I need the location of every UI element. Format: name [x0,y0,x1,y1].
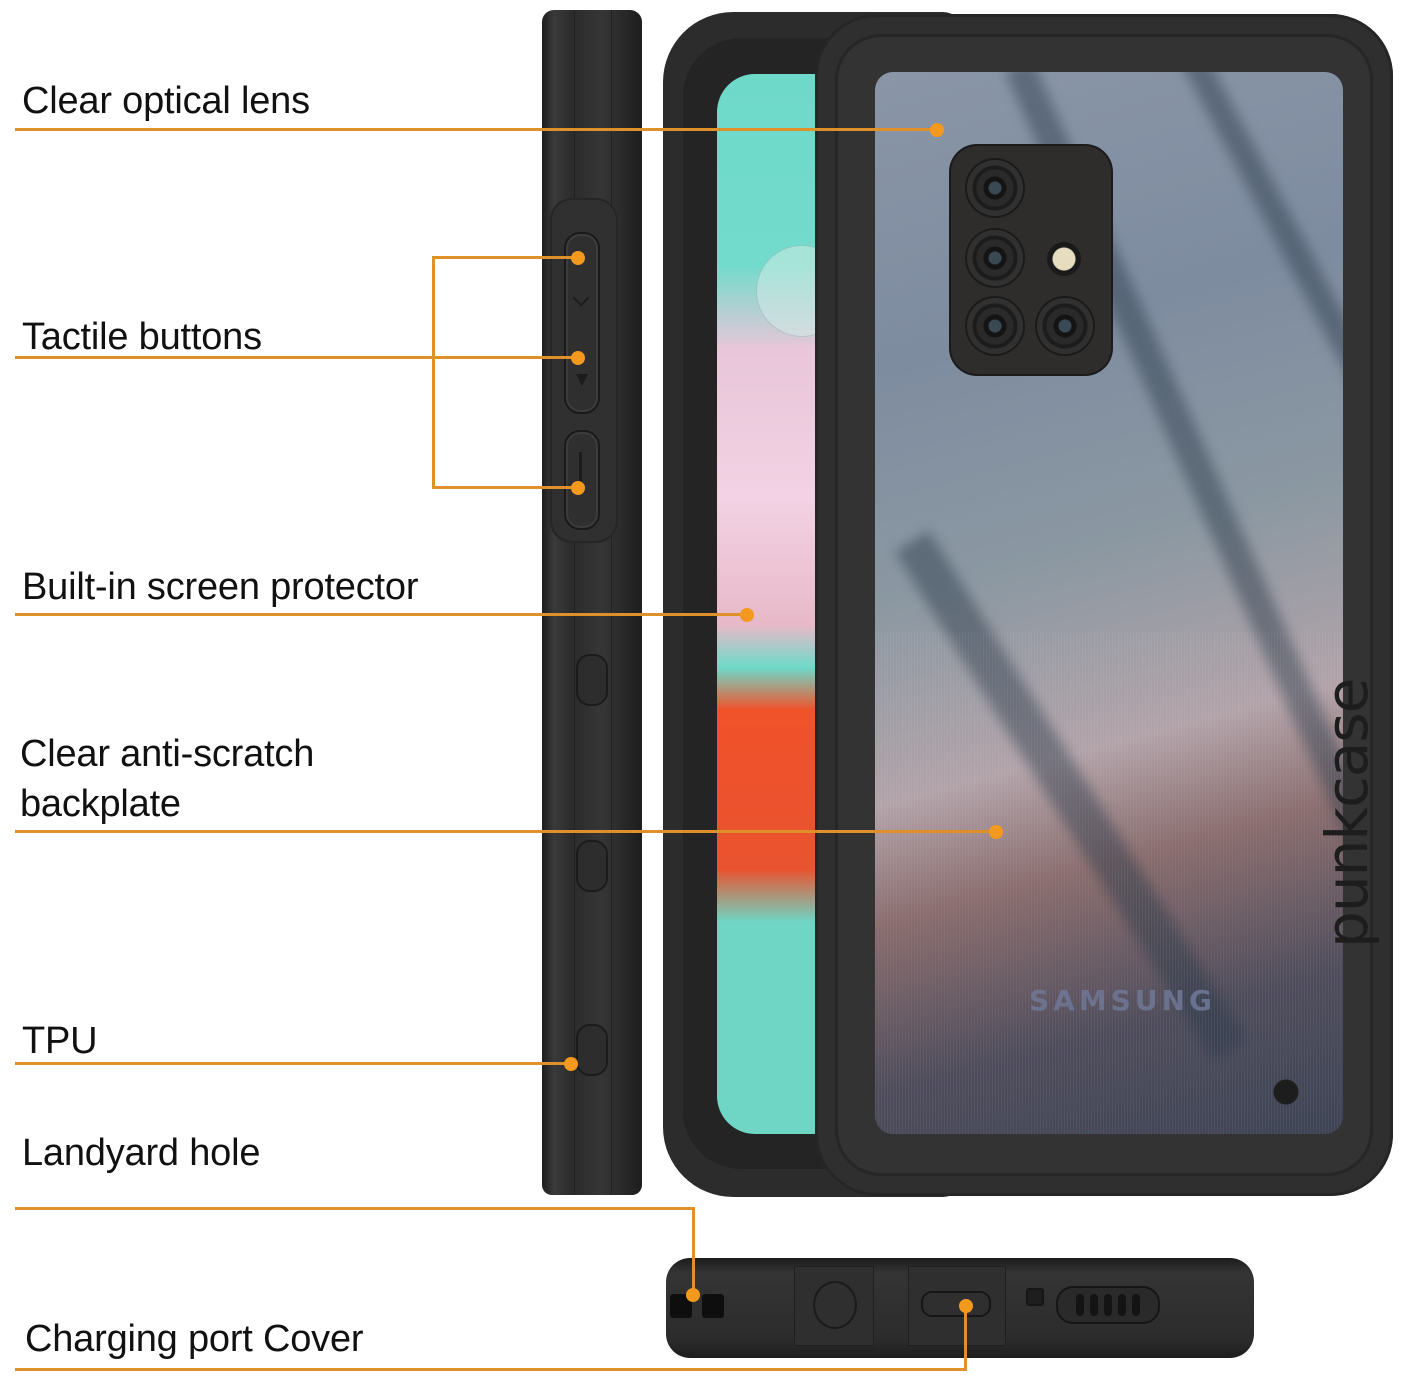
punkcase-sun-icon [1262,1068,1310,1116]
microphone-hole [1026,1288,1044,1306]
callout-line-tpu [15,1062,571,1065]
label-clear-optical-lens: Clear optical lens [22,80,310,122]
camera-module [951,146,1111,374]
side-port-plug-1 [576,654,608,706]
callout-line-tactile-buttons [15,356,578,359]
back-view: SAMSUNG punkcase [815,14,1393,1196]
callout-dot-optical-lens [930,123,944,137]
side-groove [574,10,612,1195]
callout-line-landyard-vertical [692,1207,695,1295]
bottom-view [666,1258,1254,1358]
callout-line-optical-lens [15,128,937,131]
camera-lens-2 [967,230,1023,286]
callout-dot-screen-protector [740,608,754,622]
speaker-slot [1118,1294,1126,1316]
camera-lens-4 [1037,298,1093,354]
callout-dot-backplate [989,825,1003,839]
callout-line-charging-port-vertical [964,1306,967,1371]
camera-lens-3 [967,298,1023,354]
side-port-plug-2 [576,840,608,892]
callout-bracket-bottom [432,486,578,489]
side-port-plug-3 [576,1024,608,1076]
speaker-slot [1132,1294,1140,1316]
callout-dot-power [571,481,585,495]
volume-down-icon [576,374,588,386]
clear-backplate: SAMSUNG [875,72,1343,1134]
audio-jack-cover [794,1266,874,1346]
speaker-slot [1090,1294,1098,1316]
callout-dot-volume-down [571,351,585,365]
power-line-icon [579,452,582,492]
speaker-slot [1104,1294,1112,1316]
callout-bracket-vertical [432,256,435,488]
callout-line-landyard [15,1207,695,1210]
callout-dot-charging-port [959,1299,973,1313]
callout-bracket-top [432,256,578,259]
texture-stripes [875,632,1343,1134]
camera-lens-main [967,160,1023,216]
label-clear-anti-scratch-line2: backplate [20,783,181,825]
samsung-logo: SAMSUNG [1029,984,1217,1017]
callout-dot-volume-up [571,251,585,265]
callout-line-backplate [15,830,996,833]
callout-dot-tpu [564,1057,578,1071]
callout-line-screen-protector [15,613,747,616]
camera-flash-icon [1047,242,1081,276]
punkcase-logo: punkcase [1313,678,1381,948]
speaker-slot [1076,1294,1084,1316]
charging-port-cover [908,1266,1006,1346]
callout-dot-landyard [686,1288,700,1302]
label-landyard-hole: Landyard hole [22,1132,261,1174]
power-button [564,430,600,530]
label-built-in-screen-protector: Built-in screen protector [22,566,419,608]
label-clear-anti-scratch-line1: Clear anti-scratch [20,733,315,775]
audio-jack-icon [813,1281,857,1329]
side-profile-view [542,10,642,1195]
label-tactile-buttons: Tactile buttons [22,316,262,358]
volume-up-icon [572,289,590,307]
usb-c-port-icon [921,1291,991,1317]
label-charging-port-cover: Charging port Cover [25,1318,364,1360]
landyard-hole-left [670,1294,692,1318]
callout-line-charging-port [15,1368,967,1371]
label-tpu: TPU [22,1020,98,1062]
speaker-grille [1056,1286,1160,1324]
landyard-hole-right [702,1294,724,1318]
